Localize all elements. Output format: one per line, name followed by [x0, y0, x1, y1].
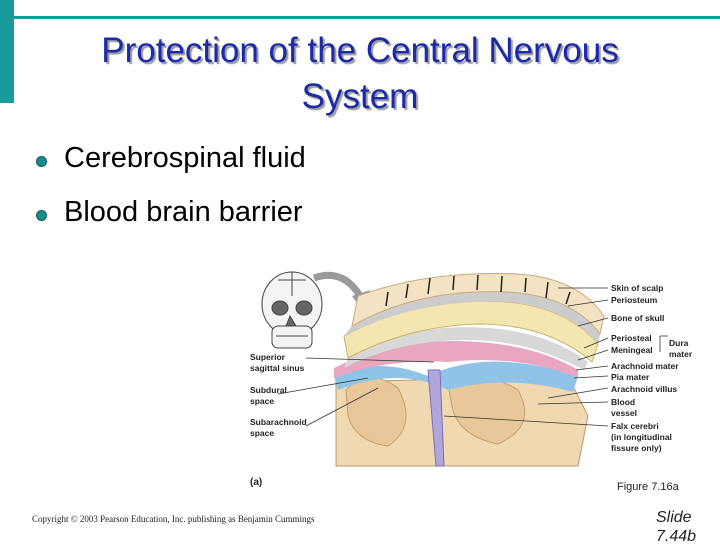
bullet-text: Cerebrospinal fluid	[64, 142, 306, 174]
bullet-dot-icon	[36, 210, 47, 221]
bullet-dot-icon	[36, 156, 47, 167]
label-periosteum: Periosteum	[611, 295, 658, 305]
figure-panel-label: (a)	[250, 477, 263, 488]
label-arachnoid-villus: Arachnoid villus	[611, 384, 678, 394]
label-blood-vessel: Blood vessel	[611, 397, 637, 418]
meninges-illustration	[261, 271, 668, 467]
label-subdural-space: Subdural space	[250, 385, 287, 406]
skull-icon	[261, 271, 323, 349]
label-falx-cerebri: Falx cerebri	[611, 421, 659, 431]
label-arachnoid-mater: Arachnoid mater	[611, 361, 679, 371]
accent-left-bar	[0, 0, 14, 103]
label-superior-sagittal-sinus: Superior sagittal sinus	[250, 352, 305, 373]
copyright-notice: Copyright © 2003 Pearson Education, Inc.…	[32, 514, 315, 524]
label-bone-of-skull: Bone of skull	[611, 313, 665, 323]
label-falx-note: (in longitudinal fissure only)	[611, 432, 672, 453]
label-skin-of-scalp: Skin of scalp	[611, 283, 664, 293]
tissue-layers	[334, 272, 605, 467]
label-periosteal: Periosteal	[611, 333, 652, 343]
slide-title-line-2: System	[301, 77, 419, 116]
slide-title: Protection of the Central Nervous System	[40, 28, 680, 120]
label-meningeal: Meningeal	[611, 345, 653, 355]
pointer-arrow-icon	[312, 271, 363, 298]
label-dura-mater: Dura mater	[669, 338, 693, 359]
figure-caption: Figure 7.16a	[617, 481, 679, 493]
label-pia-mater: Pia mater	[611, 372, 650, 382]
accent-top-line	[14, 16, 720, 19]
bullet-text: Blood brain barrier	[64, 196, 303, 228]
meninges-figure: Superior sagittal sinus Subdural space S…	[248, 266, 700, 494]
slide-title-line-1: Protection of the Central Nervous	[101, 31, 619, 70]
label-subarachnoid-space: Subarachnoid space	[250, 417, 307, 438]
slide-number: Slide 7.44b	[656, 509, 697, 545]
